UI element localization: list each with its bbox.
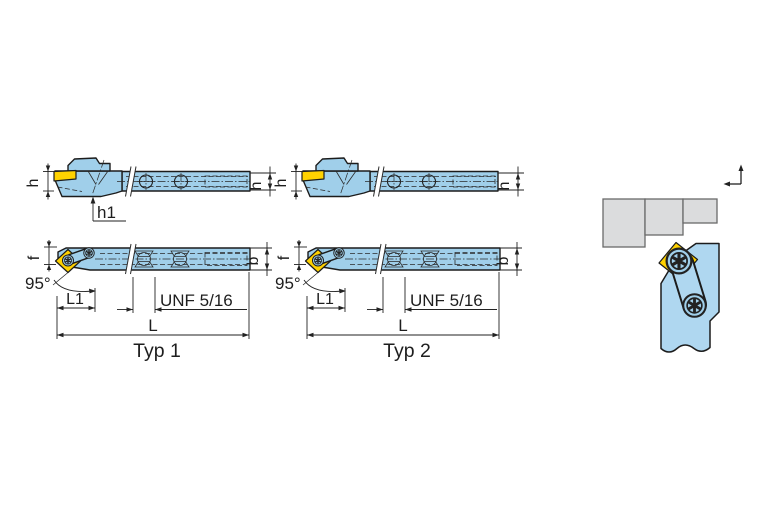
- dim-label-h1: h1: [97, 203, 116, 222]
- dim-h-left: h: [273, 163, 302, 200]
- application-illustration: [602, 164, 744, 353]
- cross-holes: [385, 173, 438, 190]
- detail-lines: [305, 159, 500, 195]
- dim-label-l1: L1: [316, 291, 334, 308]
- clamp-top-side: [67, 157, 111, 172]
- break-lines: [375, 243, 387, 275]
- side-view-typ2: h h: [273, 157, 524, 200]
- side-view-typ1: h h1 h: [25, 157, 276, 222]
- type-label-typ2: Typ 2: [383, 340, 431, 362]
- dim-h-right: h: [496, 166, 524, 197]
- dim-thread-unf: UNF 5/16: [367, 277, 497, 313]
- dim-b: b: [245, 242, 272, 276]
- dim-label-l: L: [398, 316, 407, 335]
- top-view-typ1: f b 95° L1: [25, 240, 272, 362]
- top-view-typ2: f b 95° L1: [275, 240, 522, 362]
- break-lines: [125, 166, 137, 197]
- dim-label-f: f: [26, 255, 43, 260]
- thread-label: UNF 5/16: [410, 291, 483, 310]
- break-lines: [373, 166, 385, 197]
- dim-f: f: [276, 240, 307, 272]
- dim-label-b: b: [495, 256, 512, 265]
- dim-h1: h1: [90, 196, 126, 222]
- dim-l: L: [307, 272, 500, 339]
- torx-screw-icon: [61, 254, 75, 267]
- insert-side: [301, 169, 325, 182]
- torx-screw-icon: [681, 292, 708, 319]
- dim-label-h-right: h: [496, 182, 513, 191]
- angle-label: 95°: [25, 274, 51, 293]
- torx-screw-icon: [333, 247, 345, 259]
- torx-screw-icon: [665, 247, 693, 275]
- dim-label-f: f: [276, 255, 293, 260]
- dim-label-h-right: h: [248, 182, 265, 191]
- end-thread-hidden: [204, 175, 248, 188]
- insert-side: [53, 169, 77, 182]
- dim-label-l: L: [148, 316, 157, 335]
- angle-label: 95°: [275, 274, 301, 293]
- type-label-typ1: Typ 1: [133, 340, 181, 362]
- feed-direction-arrows-icon: [723, 164, 744, 187]
- end-thread-hidden: [452, 175, 496, 188]
- workpiece-step-1: [602, 198, 646, 248]
- break-lines: [125, 243, 137, 275]
- dim-b: b: [495, 242, 522, 276]
- clamp-top-side: [315, 157, 359, 172]
- dim-l1: L1: [56, 288, 96, 339]
- thread-label: UNF 5/16: [160, 291, 233, 310]
- torx-screw-icon: [83, 247, 95, 259]
- end-thread-hidden: [454, 252, 498, 266]
- workpiece-step-3: [682, 198, 718, 224]
- dim-l1: L1: [306, 288, 346, 339]
- dim-l: L: [57, 272, 250, 339]
- dim-label-h-left: h: [25, 179, 42, 188]
- torx-screw-icon: [311, 254, 325, 267]
- dim-angle-95: 95°: [275, 272, 346, 294]
- end-thread-hidden: [204, 252, 248, 266]
- dim-angle-95: 95°: [25, 272, 96, 294]
- dim-f: f: [26, 240, 57, 272]
- detail-lines: [57, 159, 252, 195]
- dim-thread-unf: UNF 5/16: [117, 277, 247, 313]
- dim-label-b: b: [245, 256, 262, 265]
- dim-h-left: h: [25, 163, 54, 200]
- dim-label-h-left: h: [273, 179, 290, 188]
- dim-h-right: h: [248, 166, 276, 197]
- stepped-workpiece: [602, 198, 718, 248]
- workpiece-step-2: [644, 198, 684, 236]
- dim-label-l1: L1: [66, 291, 84, 308]
- cross-holes: [137, 173, 190, 190]
